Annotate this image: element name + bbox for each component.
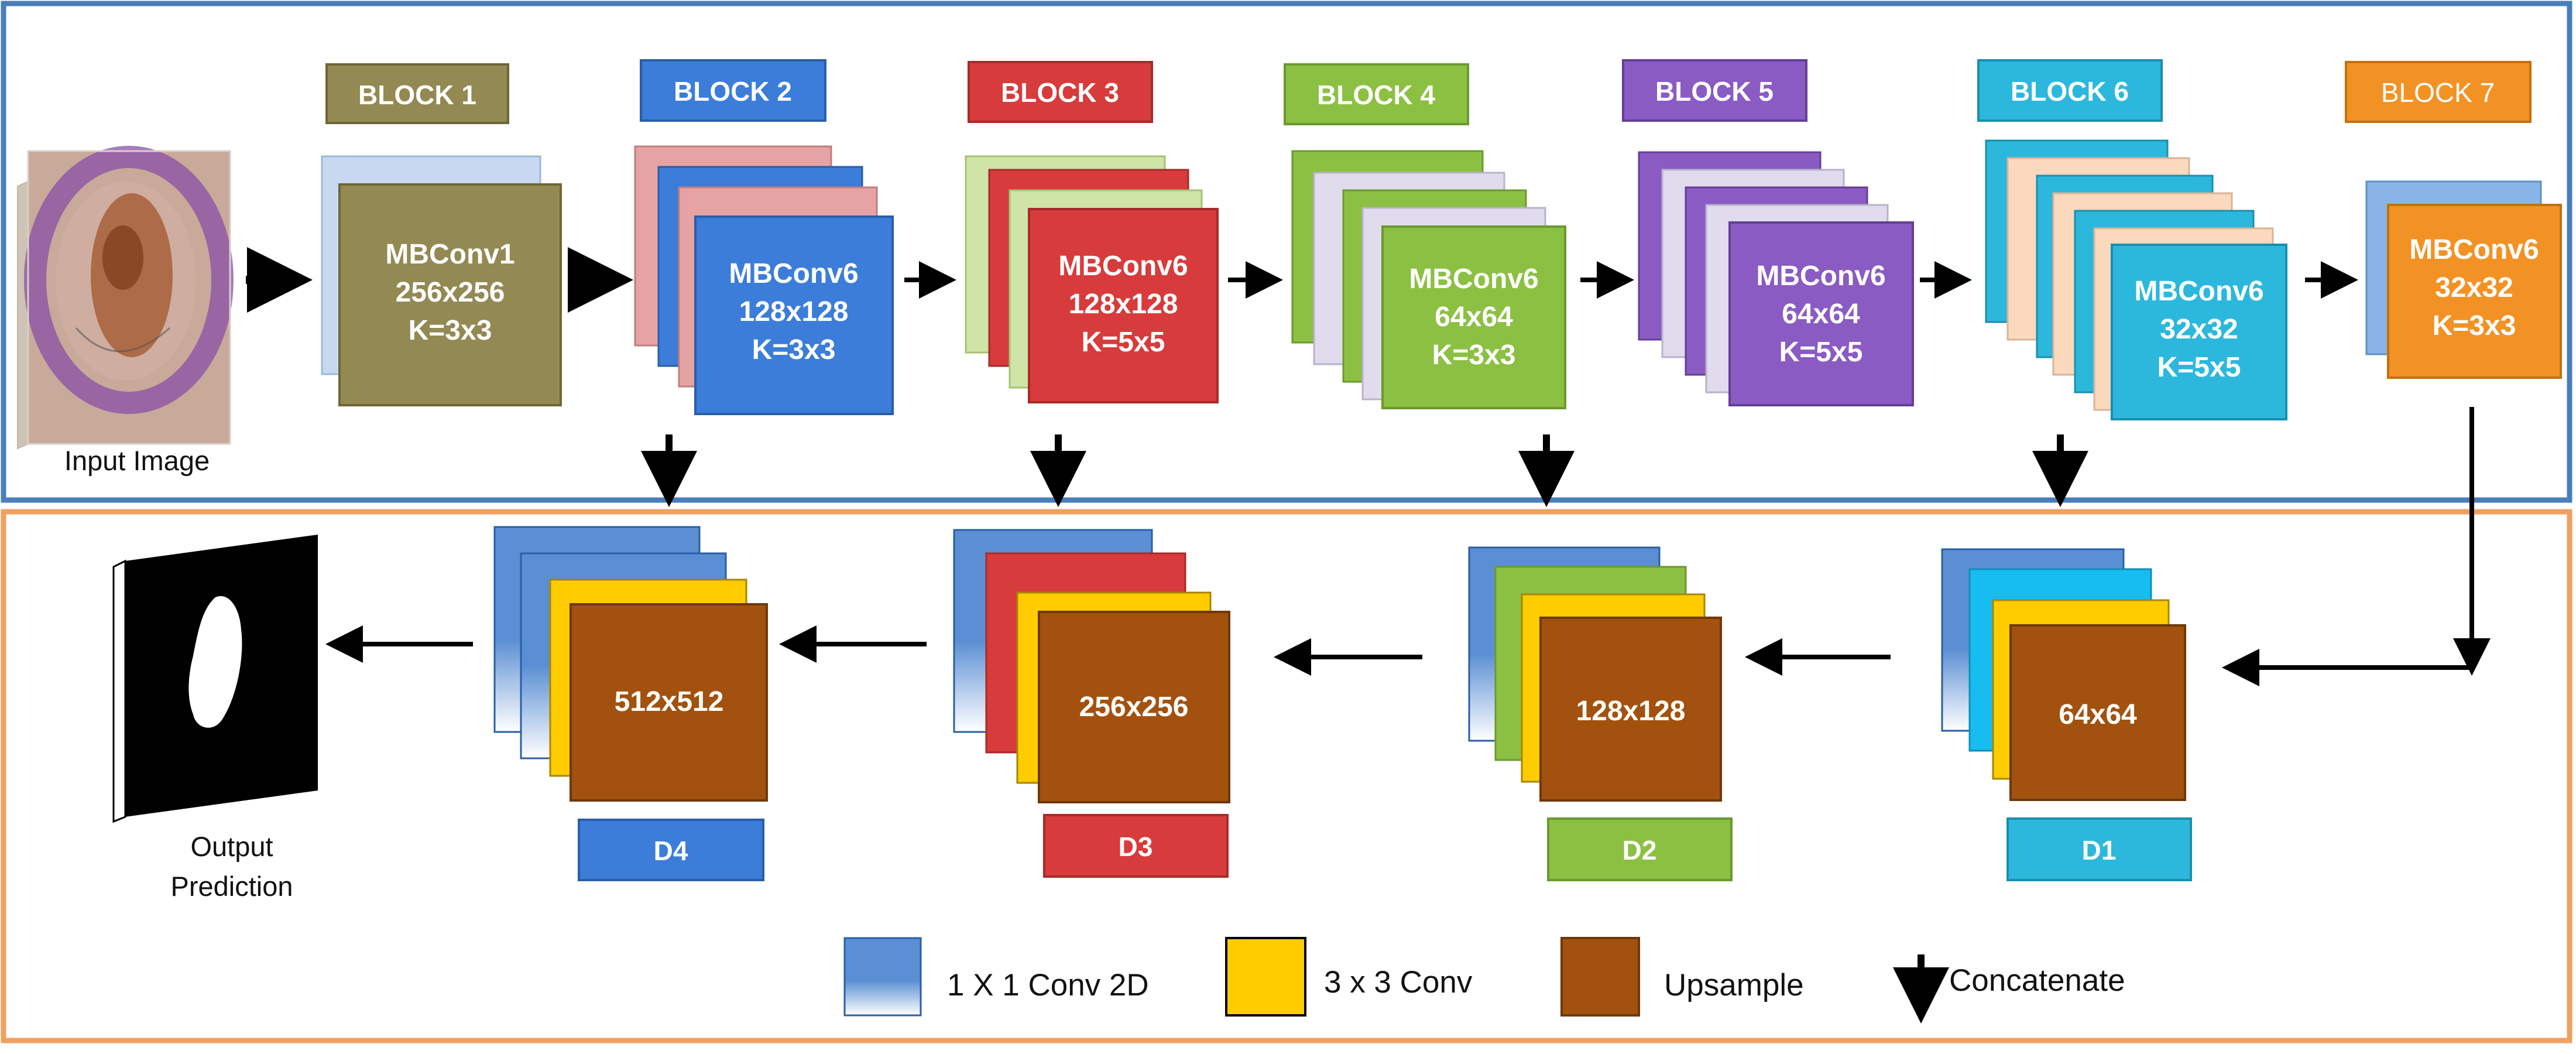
block-7: BLOCK 7 MBConv6 32x32 K=3x3 — [2345, 61, 2562, 379]
decoder-panel: Output Prediction 512x512 D4 256x256 D3 — [1, 407, 2572, 1043]
block-2-op: MBConv6 — [729, 258, 858, 289]
legend: 1 X 1 Conv 2D 3 x 3 Conv Upsample Concat… — [843, 937, 2125, 1024]
block-6-kernel: K=5x5 — [2157, 352, 2241, 383]
block-1-kernel: K=3x3 — [409, 315, 492, 346]
block-7-title: BLOCK 7 — [2381, 77, 2495, 108]
block-3: BLOCK 3 MBConv6 128x128 K=5x5 — [965, 61, 1219, 403]
d3-size: 256x256 — [1079, 692, 1189, 723]
block-4-title: BLOCK 4 — [1317, 80, 1435, 110]
block-6-op: MBConv6 — [2134, 276, 2263, 307]
legend-swatch-upsample — [1560, 937, 1640, 1017]
decoder-stage-d4: 512x512 D4 — [493, 526, 768, 881]
d1-size: 64x64 — [2059, 699, 2137, 730]
legend-swatch-conv1x1 — [843, 937, 922, 1017]
d4-label: D4 — [654, 836, 688, 866]
block-1-size: 256x256 — [396, 277, 505, 308]
d2-label: D2 — [1623, 835, 1657, 865]
legend-swatch-conv3x3 — [1225, 937, 1306, 1017]
output-label-line-1: Output — [190, 831, 273, 862]
block-5: BLOCK 5 MBConv6 64x64 K=5x5 — [1622, 59, 1914, 406]
decoder-stage-d3: 256x256 D3 — [953, 529, 1230, 878]
block-2-kernel: K=3x3 — [752, 334, 836, 365]
block-3-kernel: K=5x5 — [1082, 327, 1165, 358]
skip-connections — [641, 434, 2088, 507]
block-7-size: 32x32 — [2435, 272, 2513, 303]
block-3-title: BLOCK 3 — [1001, 77, 1119, 108]
block-5-title: BLOCK 5 — [1655, 76, 1774, 107]
block-1-op: MBConv1 — [385, 239, 514, 270]
bridge-arrow — [2222, 407, 2474, 686]
block-2: BLOCK 2 MBConv6 128x128 K=3x3 — [634, 59, 894, 415]
legend-label-concatenate: Concatenate — [1949, 963, 2125, 998]
output-prediction — [112, 535, 318, 823]
block-5-op: MBConv6 — [1756, 261, 1885, 292]
block-5-kernel: K=5x5 — [1779, 337, 1863, 368]
block-5-size: 64x64 — [1782, 299, 1860, 330]
block-3-size: 128x128 — [1069, 289, 1178, 320]
decoder-stage-d2: 128x128 D2 — [1468, 546, 1733, 881]
block-7-kernel: K=3x3 — [2433, 310, 2516, 341]
encoder-panel: Input Image BLOCK 1 MBConv1 256x256 K=3x… — [1, 1, 2572, 507]
block-7-op: MBConv6 — [2409, 234, 2539, 265]
block-2-size: 128x128 — [739, 296, 849, 327]
block-6: BLOCK 6 MBConv6 32x32 K=5x5 — [1977, 59, 2287, 420]
decoder-stage-d1: 64x64 D1 — [1941, 548, 2192, 881]
block-1-title: BLOCK 1 — [358, 80, 476, 110]
d3-label: D3 — [1119, 831, 1153, 862]
d1-label: D1 — [2082, 835, 2117, 865]
d4-size: 512x512 — [615, 686, 724, 717]
decoder-arrows — [325, 625, 1891, 676]
block-4: BLOCK 4 MBConv6 64x64 K=3x3 — [1284, 63, 1566, 409]
block-1: BLOCK 1 MBConv1 256x256 K=3x3 — [321, 63, 562, 406]
block-2-title: BLOCK 2 — [674, 76, 792, 107]
block-4-op: MBConv6 — [1409, 264, 1538, 295]
d2-size: 128x128 — [1576, 696, 1686, 727]
output-label-line-2: Prediction — [171, 871, 293, 902]
legend-label-conv1x1: 1 X 1 Conv 2D — [947, 968, 1149, 1002]
block-6-title: BLOCK 6 — [2011, 76, 2129, 107]
block-3-op: MBConv6 — [1058, 251, 1188, 282]
block-4-kernel: K=3x3 — [1432, 340, 1516, 371]
block-4-size: 64x64 — [1435, 302, 1513, 333]
input-image-label: Input Image — [64, 445, 210, 476]
input-image — [17, 146, 234, 450]
block-6-size: 32x32 — [2160, 314, 2238, 345]
legend-label-conv3x3: 3 x 3 Conv — [1324, 965, 1473, 1000]
legend-label-upsample: Upsample — [1664, 968, 1804, 1002]
